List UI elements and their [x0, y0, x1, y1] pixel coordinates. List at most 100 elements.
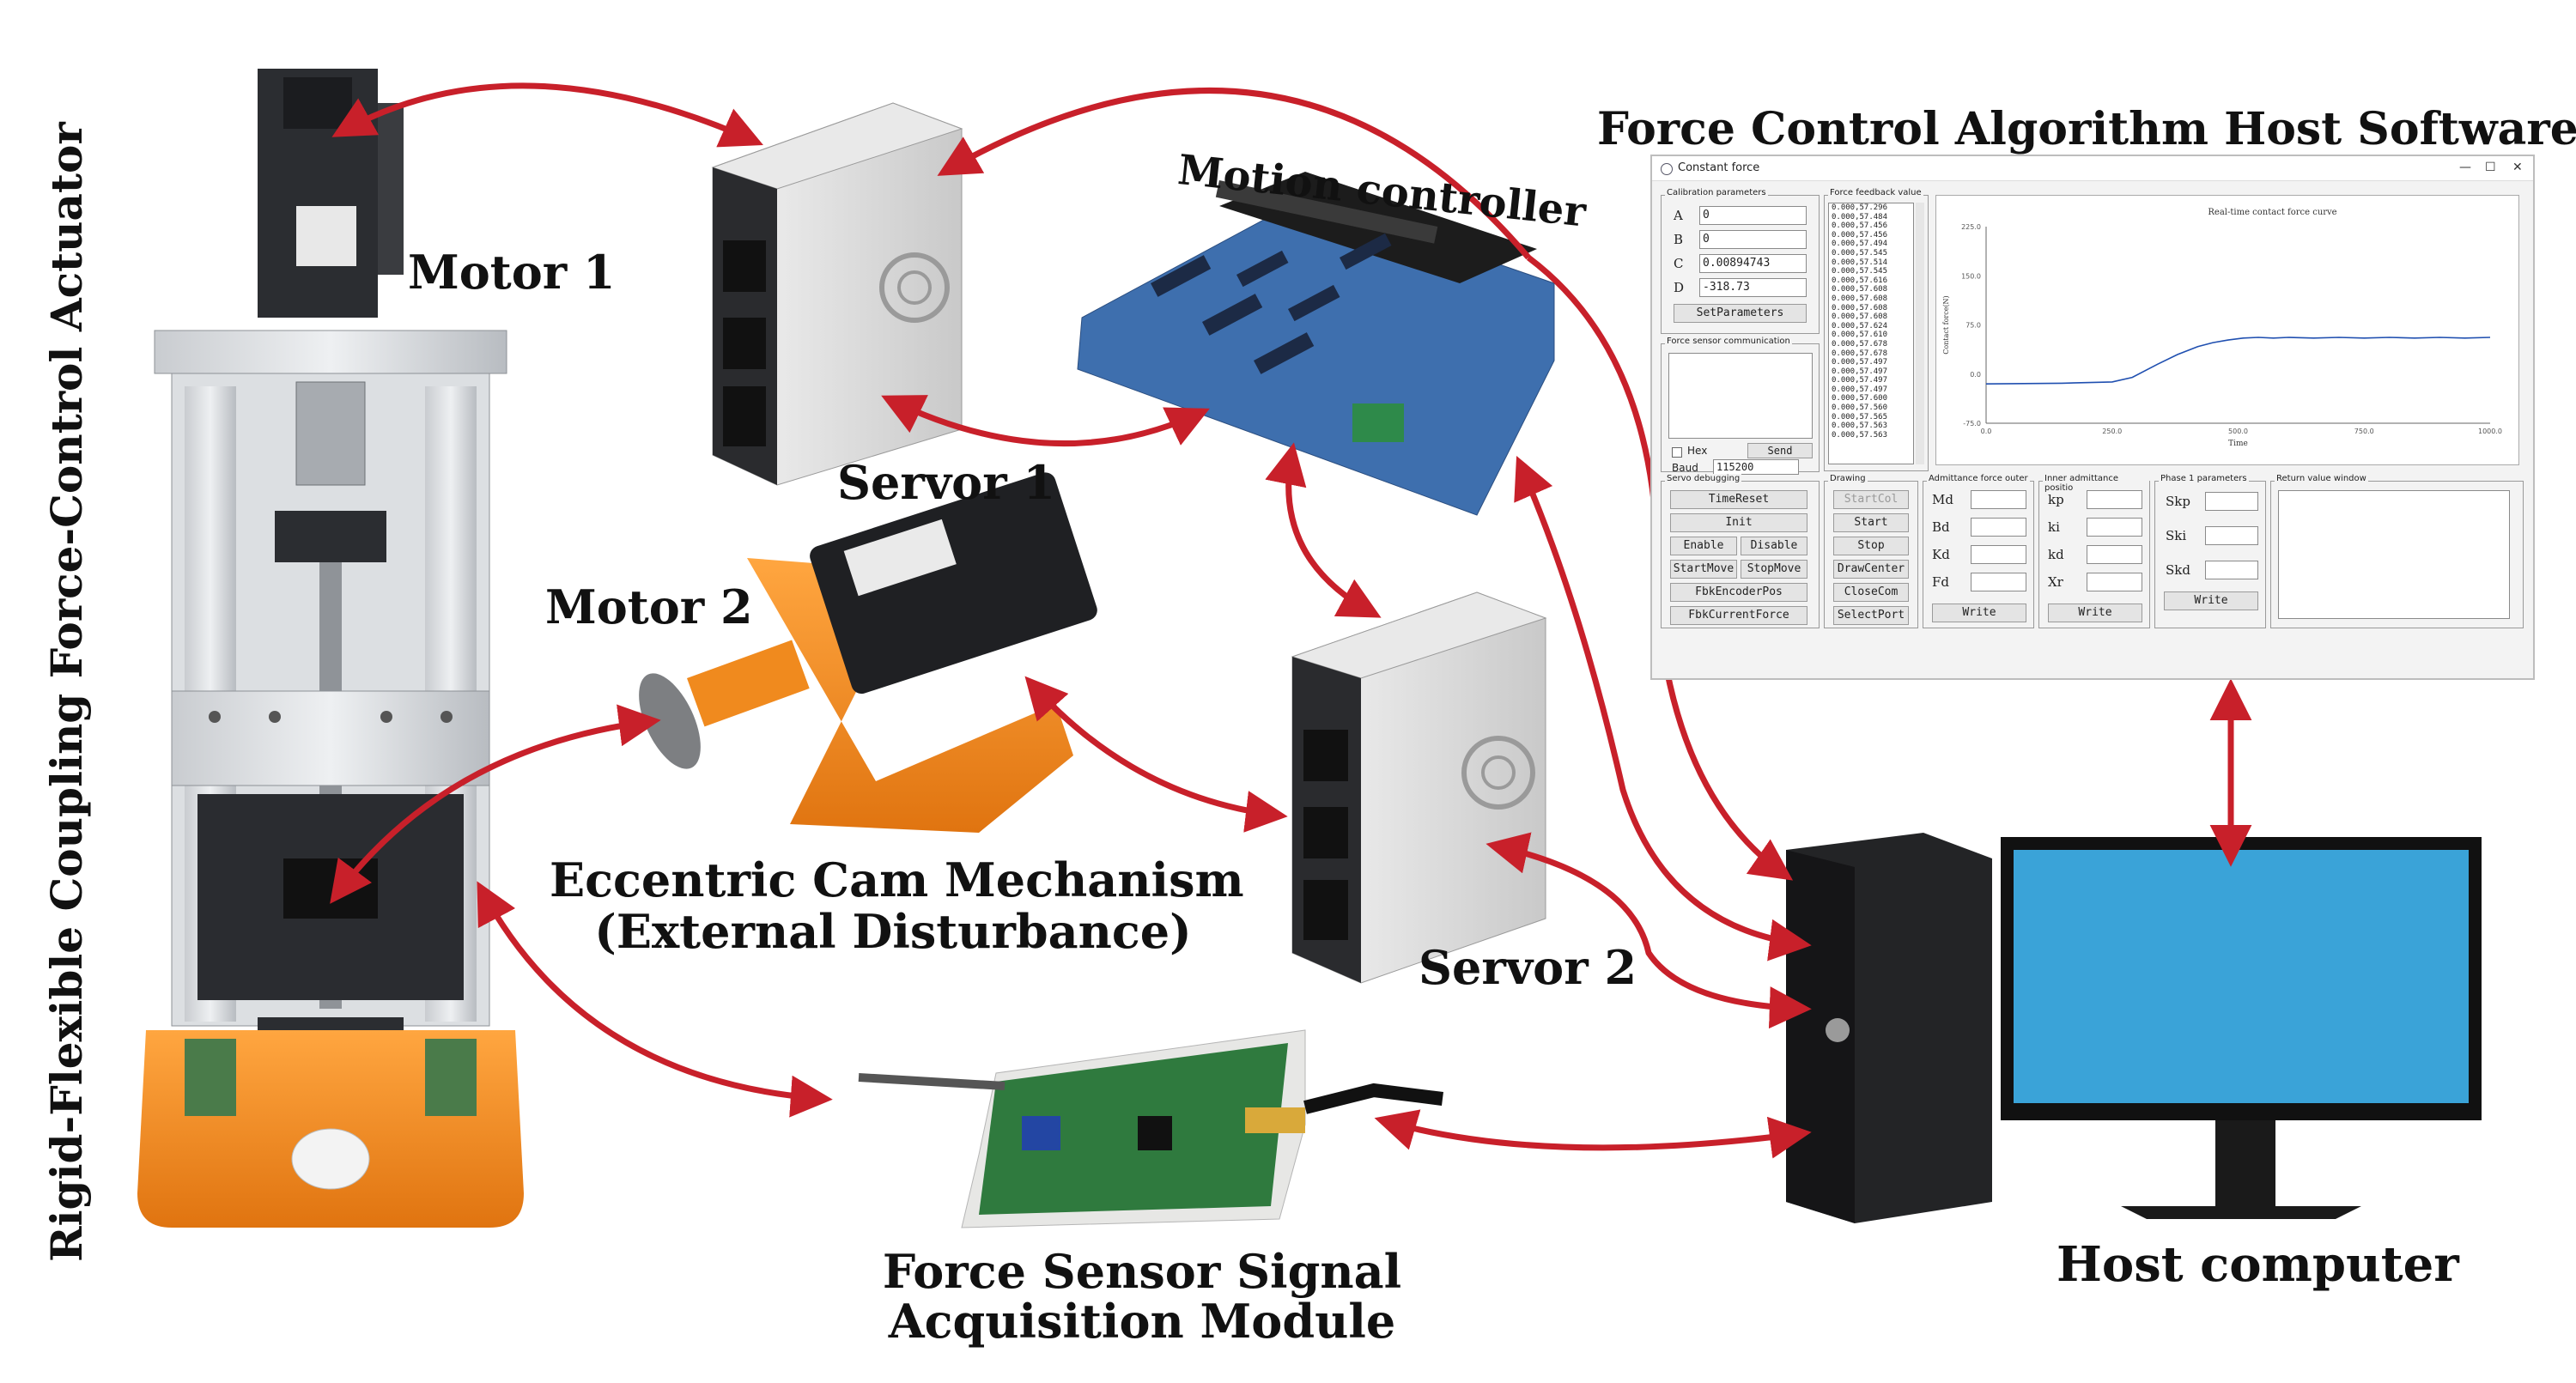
fd-input[interactable]: [1971, 573, 2026, 591]
arrow-controller-servo2: [1265, 442, 1382, 618]
disable-button[interactable]: Disable: [1741, 537, 1807, 555]
feedback-row: 0.000,57.565: [1832, 412, 1888, 422]
servo2-illustration: [1291, 591, 1547, 984]
arrow-motor2-servo2: [1024, 676, 1288, 833]
feedback-row: 0.000,57.456: [1832, 221, 1888, 231]
feedback-row: 0.000,57.678: [1832, 339, 1888, 349]
start-button[interactable]: Start: [1833, 513, 1909, 532]
stop-button[interactable]: Stop: [1833, 537, 1909, 555]
software-title: Force Control Algorithm Host Software: [1597, 103, 2576, 155]
admittance-write-button[interactable]: Write: [1932, 604, 2026, 622]
xr-label: Xr: [2048, 574, 2063, 590]
return-value-group: Return value window: [2270, 474, 2524, 628]
servo1-illustration: [711, 102, 963, 486]
feedback-row: 0.000,57.678: [1832, 349, 1888, 358]
hex-checkbox[interactable]: [1672, 447, 1682, 458]
param-a-input[interactable]: 0: [1699, 206, 1807, 225]
init-button[interactable]: Init: [1670, 513, 1807, 532]
phase1-write-button[interactable]: Write: [2164, 591, 2258, 610]
sensor-label-line2: Acquisition Module: [888, 1294, 1396, 1349]
start-move-button[interactable]: StartMove: [1670, 560, 1737, 579]
comm-textbox[interactable]: [1668, 353, 1813, 439]
kd2-input[interactable]: [2087, 545, 2142, 564]
close-button[interactable]: ✕: [2512, 161, 2523, 174]
kp-label: kp: [2048, 492, 2064, 507]
actuator-illustration: [137, 69, 524, 1228]
feedback-scrollbar[interactable]: [1916, 203, 1924, 464]
chart-x-tick-label: 750.0: [2354, 428, 2374, 435]
feedback-row: 0.000,57.563: [1832, 422, 1888, 431]
arrow-sensor-host: [1374, 1109, 1812, 1159]
kd-label: Kd: [1932, 547, 1950, 562]
ki-label: ki: [2048, 519, 2060, 535]
phase1-title: Phase 1 parameters: [2159, 474, 2249, 483]
draw-center-button[interactable]: DrawCenter: [1833, 560, 1909, 579]
app-logo-icon: [1661, 163, 1673, 175]
feedback-row: 0.000,57.608: [1832, 312, 1888, 322]
kd-input[interactable]: [1971, 545, 2026, 564]
inner-write-button[interactable]: Write: [2048, 604, 2142, 622]
close-com-button[interactable]: CloseCom: [1833, 583, 1909, 602]
param-b-label: B: [1674, 232, 1684, 247]
ki-input[interactable]: [2087, 518, 2142, 537]
md-input[interactable]: [1971, 490, 2026, 509]
skd-input[interactable]: [2205, 561, 2258, 579]
enable-button[interactable]: Enable: [1670, 537, 1737, 555]
return-value-textbox[interactable]: [2278, 490, 2510, 619]
maximize-button[interactable]: ☐: [2485, 161, 2496, 174]
chart-x-tick-label: 1000.0: [2478, 428, 2502, 435]
sensor-label-line1: Force Sensor Signal: [882, 1244, 1402, 1299]
fbk-encoder-pos-button[interactable]: FbkEncoderPos: [1670, 583, 1807, 602]
select-port-button[interactable]: SelectPort: [1833, 606, 1909, 625]
connection-arrows: [330, 82, 2252, 1159]
set-parameters-button[interactable]: SetParameters: [1674, 304, 1807, 323]
comm-group: Force sensor communication Hex Send Baud…: [1661, 337, 1820, 475]
ski-input[interactable]: [2205, 526, 2258, 545]
arrow-cam-actuator: [330, 704, 661, 904]
window-titlebar: Constant force — ☐ ✕: [1652, 156, 2533, 181]
skp-input[interactable]: [2205, 492, 2258, 511]
chart-x-tick-label: 250.0: [2102, 428, 2122, 435]
chart-series-line: [1985, 337, 2491, 385]
cam-label-line1: Eccentric Cam Mechanism: [550, 852, 1244, 907]
sensor-board-illustration: [858, 1029, 1443, 1228]
sensor-label: Force Sensor Signal Acquisition Module: [841, 1247, 1443, 1346]
chart-title: Real-time contact force curve: [2208, 208, 2336, 217]
minimize-button[interactable]: —: [2459, 161, 2471, 174]
param-c-input[interactable]: 0.00894743: [1699, 254, 1807, 273]
feedback-row: 0.000,57.624: [1832, 321, 1888, 331]
arrow-servo2-host: [1485, 832, 1812, 1029]
fbk-current-force-button[interactable]: FbkCurrentForce: [1670, 606, 1807, 625]
feedback-row: 0.000,57.608: [1832, 303, 1888, 312]
xr-input[interactable]: [2087, 573, 2142, 591]
param-d-input[interactable]: -318.73: [1699, 278, 1807, 297]
md-label: Md: [1932, 492, 1953, 507]
feedback-row: 0.000,57.296: [1832, 203, 1888, 212]
feedback-row: 0.000,57.545: [1832, 248, 1888, 258]
chart-y-tick-label: 75.0: [1965, 322, 1981, 330]
chart-y-label: Contact force(N): [1942, 295, 1950, 354]
phase1-group: Phase 1 parameters Skp Ski Skd Write: [2154, 474, 2266, 628]
drawing-title: Drawing: [1828, 474, 1868, 483]
servo-debug-group: Servo debugging TimeReset Init Enable Di…: [1661, 474, 1820, 628]
feedback-row: 0.000,57.497: [1832, 358, 1888, 367]
stop-move-button[interactable]: StopMove: [1741, 560, 1807, 579]
send-button[interactable]: Send: [1747, 443, 1813, 458]
baud-select[interactable]: 115200: [1713, 459, 1799, 475]
feedback-row: 0.000,57.563: [1832, 430, 1888, 440]
kp-input[interactable]: [2087, 490, 2142, 509]
feedback-row: 0.000,57.560: [1832, 403, 1888, 413]
feedback-row: 0.000,57.494: [1832, 240, 1888, 249]
servo-debug-title: Servo debugging: [1665, 474, 1742, 483]
feedback-row: 0.000,57.497: [1832, 385, 1888, 394]
start-col-button[interactable]: StartCol: [1833, 490, 1909, 509]
motor1-label: Motor 1: [408, 245, 616, 300]
param-b-input[interactable]: 0: [1699, 230, 1807, 249]
host-software-window: Constant force — ☐ ✕ Calibration paramet…: [1650, 155, 2535, 680]
host-tower-illustration: [1786, 833, 1992, 1223]
motor2-cam-illustration: [639, 472, 1097, 833]
time-reset-button[interactable]: TimeReset: [1670, 490, 1807, 509]
bd-input[interactable]: [1971, 518, 2026, 537]
